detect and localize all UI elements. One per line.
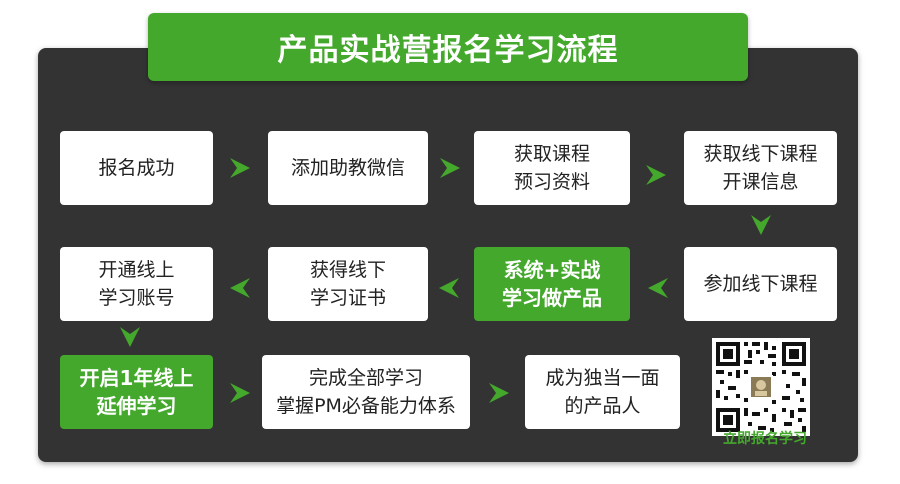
step-label: 完成全部学习 掌握PM必备能力体系: [276, 367, 456, 417]
step-box: 获得线下 学习证书: [268, 247, 428, 321]
step-label: 添加助教微信: [290, 157, 405, 179]
arrow-right-icon: [230, 158, 250, 178]
step-box: 获取课程 预习资料: [474, 131, 630, 205]
step-label: 参加线下课程: [703, 273, 818, 295]
qr-code[interactable]: [712, 338, 810, 436]
arrow-left-icon: [230, 278, 250, 298]
arrow-right-icon: [440, 158, 460, 178]
step-box: 参加线下课程: [684, 247, 837, 321]
arrow-right-icon: [646, 165, 666, 185]
arrow-down-icon: [751, 215, 771, 235]
page-title: 产品实战营报名学习流程: [148, 13, 748, 81]
arrow-down-icon: [120, 327, 140, 347]
step-box: 开通线上 学习账号: [60, 247, 213, 321]
qr-caption: 立即报名学习: [723, 431, 807, 447]
step-label: 获取线下课程 开课信息: [703, 143, 818, 193]
arrow-right-icon: [230, 383, 250, 403]
step-label: 开通线上 学习账号: [98, 259, 175, 309]
step-label: 报名成功: [98, 157, 175, 179]
step-label: 系统+实战 学习做产品: [502, 258, 602, 310]
step-box: 报名成功: [60, 131, 213, 205]
step-box: 成为独当一面 的产品人: [525, 355, 680, 429]
arrow-left-icon: [648, 278, 668, 298]
step-label: 获取课程 预习资料: [513, 143, 590, 193]
step-box: 添加助教微信: [268, 131, 428, 205]
step-box: 获取线下课程 开课信息: [684, 131, 837, 205]
step-box: 完成全部学习 掌握PM必备能力体系: [262, 355, 470, 429]
step-box-highlight: 系统+实战 学习做产品: [474, 247, 630, 321]
step-label: 开启1年线上 延伸学习: [79, 366, 194, 418]
arrow-right-icon: [489, 383, 509, 403]
step-box-highlight: 开启1年线上 延伸学习: [60, 355, 213, 429]
step-label: 成为独当一面 的产品人: [545, 367, 660, 417]
arrow-left-icon: [439, 278, 459, 298]
step-label: 获得线下 学习证书: [309, 259, 386, 309]
